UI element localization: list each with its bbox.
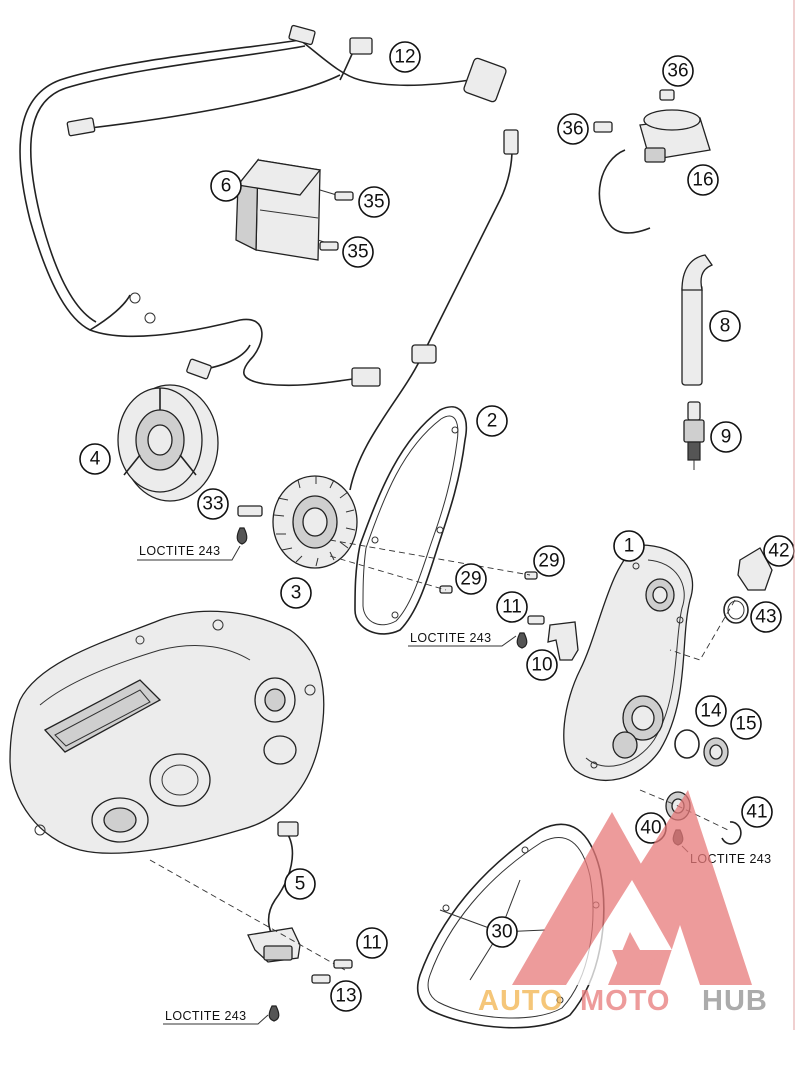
- bolt-33: [236, 505, 263, 545]
- callout-3-label: 3: [291, 583, 302, 604]
- screw-35-b: [319, 241, 339, 251]
- callout-6-label: 6: [221, 176, 232, 197]
- callout-15-label: 15: [735, 714, 756, 735]
- callout-29-b-label: 29: [460, 569, 481, 590]
- callout-42: 42: [763, 535, 795, 567]
- callout-43-label: 43: [755, 607, 776, 628]
- o-ring-43: [723, 596, 749, 624]
- callout-3: 3: [280, 577, 312, 609]
- loctite-note-2-text: LOCTITE 243: [410, 631, 492, 645]
- pickup-sensor: [247, 821, 301, 963]
- callout-30-label: 30: [491, 922, 512, 943]
- spark-plug: [683, 401, 705, 470]
- callout-36-a: 36: [662, 55, 694, 87]
- loctite-note-1: LOCTITE 243: [137, 544, 241, 561]
- callout-35-b: 35: [342, 236, 374, 268]
- callout-16: 16: [687, 164, 719, 196]
- callout-29-b: 29: [455, 563, 487, 595]
- callout-5: 5: [284, 868, 316, 900]
- screw-11-b: [333, 959, 353, 969]
- callout-35-b-label: 35: [347, 242, 368, 263]
- callout-10: 10: [526, 649, 558, 681]
- spark-plug-cap: [681, 254, 713, 386]
- callout-11-b: 11: [356, 927, 388, 959]
- callout-41: 41: [741, 796, 773, 828]
- callout-9: 9: [710, 421, 742, 453]
- callout-4: 4: [79, 443, 111, 475]
- ignition-cover: [563, 544, 694, 782]
- callout-33-label: 33: [202, 494, 223, 515]
- callout-29-a: 29: [533, 545, 565, 577]
- watermark-hub: HUB: [702, 985, 768, 1017]
- watermark-auto: AUTO: [478, 985, 564, 1017]
- callout-9-label: 9: [721, 427, 732, 448]
- callout-33: 33: [197, 488, 229, 520]
- ignition-cover-gasket: [354, 406, 467, 635]
- callout-1-label: 1: [624, 536, 635, 557]
- wiring-harness: [19, 24, 507, 387]
- callout-2: 2: [476, 405, 508, 437]
- dowel-pin-29-a: [524, 571, 538, 580]
- callout-6: 6: [210, 170, 242, 202]
- callout-12-label: 12: [394, 47, 415, 68]
- callout-4-label: 4: [90, 449, 101, 470]
- automotohub-watermark: AUTO MOTO HUB: [478, 790, 768, 1017]
- stator: [272, 129, 519, 569]
- loctite-note-4: LOCTITE 243: [163, 1009, 269, 1025]
- callout-8-label: 8: [720, 316, 731, 337]
- loctite-note-4-text: LOCTITE 243: [165, 1009, 247, 1023]
- callout-29-a-label: 29: [538, 551, 559, 572]
- callout-14: 14: [695, 695, 727, 727]
- plug-15: [703, 737, 729, 767]
- callout-2-label: 2: [487, 411, 498, 432]
- dowel-pin-29-b: [439, 585, 453, 594]
- callout-43: 43: [750, 601, 782, 633]
- callout-41-label: 41: [746, 802, 767, 823]
- o-ring-14: [674, 729, 700, 759]
- callout-11-a: 11: [496, 591, 528, 623]
- circlip-41: [721, 821, 742, 845]
- watermark-moto: MOTO: [580, 985, 670, 1017]
- callout-12: 12: [389, 41, 421, 73]
- callout-35-a-label: 35: [363, 192, 384, 213]
- callout-42-label: 42: [768, 541, 789, 562]
- flywheel-rotor: [117, 384, 219, 502]
- screw-13: [268, 974, 331, 1022]
- ignition-coil: [593, 89, 711, 234]
- cable-clamp: [547, 621, 579, 661]
- callout-36-a-label: 36: [667, 61, 688, 82]
- cdi-unit: [235, 158, 341, 261]
- callout-40: 40: [635, 812, 667, 844]
- callout-30: 30: [486, 916, 518, 948]
- callout-11-b-label: 11: [362, 933, 382, 954]
- callout-11-a-label: 11: [502, 597, 522, 618]
- watermark-logo-icon: [512, 790, 752, 985]
- callout-1: 1: [613, 530, 645, 562]
- callout-10-label: 10: [531, 655, 552, 676]
- screw-35-a: [334, 191, 354, 201]
- screw-11-a: [516, 615, 545, 649]
- loctite-note-1-text: LOCTITE 243: [139, 544, 221, 558]
- callout-36-b: 36: [557, 113, 589, 145]
- callout-8: 8: [709, 310, 741, 342]
- callout-35-a: 35: [358, 186, 390, 218]
- callout-40-label: 40: [640, 818, 661, 839]
- callout-13: 13: [330, 980, 362, 1012]
- callout-5-label: 5: [295, 874, 306, 895]
- cap-42: [737, 547, 773, 591]
- loctite-note-2: LOCTITE 243: [408, 631, 517, 647]
- callout-15: 15: [730, 708, 762, 740]
- crankcase: [9, 610, 325, 854]
- callout-36-b-label: 36: [562, 119, 583, 140]
- callout-16-label: 16: [692, 170, 713, 191]
- callout-14-label: 14: [700, 701, 722, 722]
- callout-13-label: 13: [335, 986, 356, 1007]
